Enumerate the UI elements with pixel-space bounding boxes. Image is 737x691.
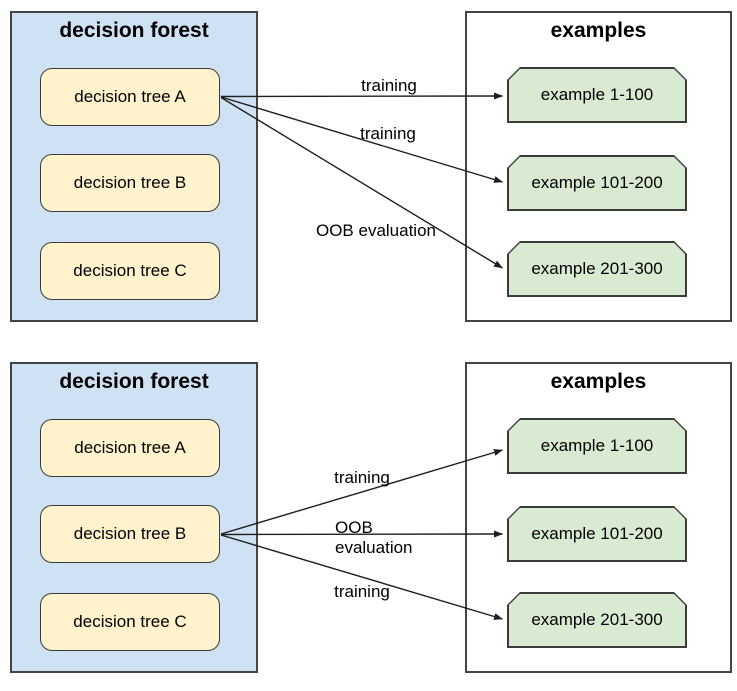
example-node-inner: example 1-100 (509, 420, 686, 473)
example-node-inner: example 1-100 (509, 69, 686, 122)
examples-title: examples (550, 19, 647, 42)
example-node-1-100: example 1-100 (507, 67, 687, 123)
example-node-101-200: example 101-200 (507, 506, 687, 562)
example-label: example 101-200 (531, 173, 663, 192)
tree-node-b: decision tree B (40, 154, 220, 212)
example-node-inner: example 201-300 (509, 243, 686, 296)
example-label: example 1-100 (540, 85, 654, 104)
forest-title: decision forest (59, 370, 209, 393)
tree-node-label: decision tree A (74, 438, 186, 457)
arrow-label-training-2: training (360, 124, 416, 143)
example-node-inner: example 201-300 (509, 594, 686, 647)
tree-node-a: decision tree A (40, 68, 220, 126)
arrow-label-training-2: training (334, 582, 390, 601)
tree-node-c: decision tree C (40, 593, 220, 651)
example-node-201-300: example 201-300 (507, 241, 687, 297)
arrow-label-training-1: training (361, 76, 417, 95)
tree-node-b: decision tree B (40, 505, 220, 563)
example-label: example 1-100 (540, 436, 654, 455)
forest-title: decision forest (59, 19, 209, 42)
example-label: example 101-200 (531, 524, 663, 543)
example-node-101-200: example 101-200 (507, 155, 687, 211)
tree-node-label: decision tree C (73, 261, 187, 280)
oob-diagram-tree-b: decision forest decision tree A decision… (0, 351, 737, 691)
arrow-label-training-1: training (334, 468, 390, 487)
example-node-inner: example 101-200 (509, 508, 686, 561)
tree-node-label: decision tree B (73, 173, 187, 192)
tree-node-label: decision tree B (73, 524, 187, 543)
tree-node-label: decision tree A (74, 87, 186, 106)
example-label: example 201-300 (531, 610, 663, 629)
tree-node-a: decision tree A (40, 419, 220, 477)
example-node-1-100: example 1-100 (507, 418, 687, 474)
example-node-inner: example 101-200 (509, 157, 686, 210)
example-node-201-300: example 201-300 (507, 592, 687, 648)
tree-node-c: decision tree C (40, 242, 220, 300)
arrow-label-oob-evaluation: OOB evaluation (335, 518, 413, 557)
example-label: example 201-300 (531, 259, 663, 278)
examples-title: examples (550, 370, 647, 393)
oob-diagram-tree-a: decision forest decision tree A decision… (0, 0, 737, 340)
arrow-label-oob-evaluation: OOB evaluation (315, 221, 436, 240)
tree-node-label: decision tree C (73, 612, 187, 631)
arrow-training-to-1-100 (220, 92, 503, 100)
